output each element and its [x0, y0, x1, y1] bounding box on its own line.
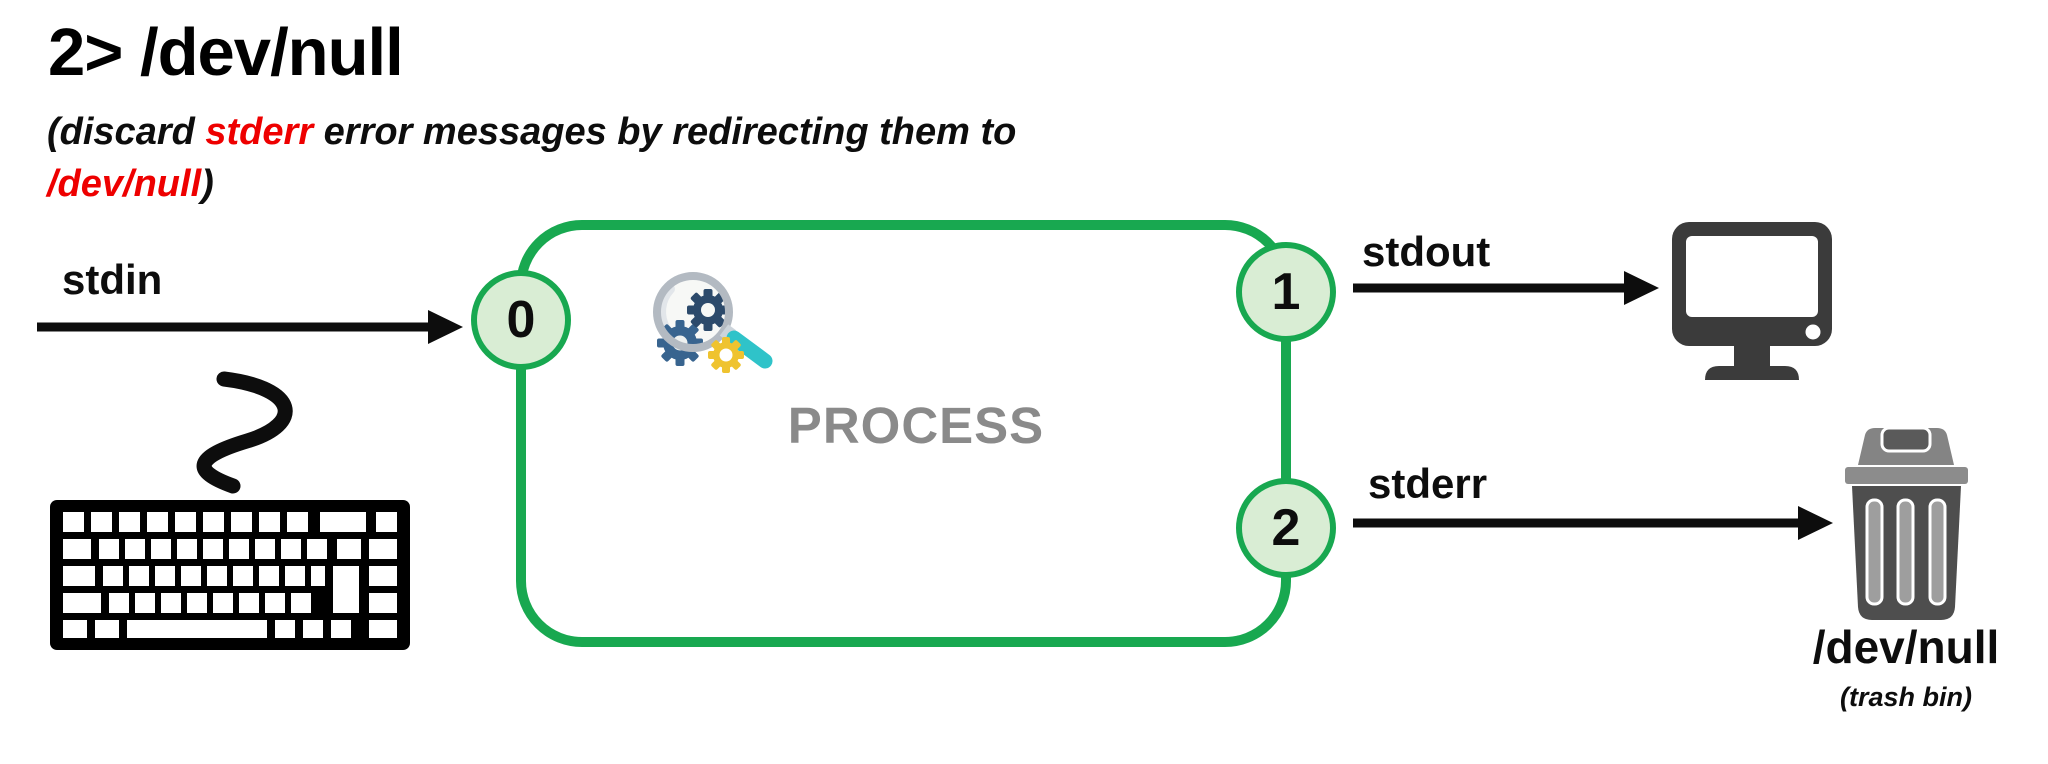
fd-number: 1 [1271, 263, 1301, 321]
monitor-icon [1672, 222, 1832, 380]
gears-magnifier-icon [653, 272, 773, 373]
fd-circle-stdin: 0 [471, 270, 571, 370]
subtitle-text-2: error messages by redirecting them to [313, 111, 1017, 153]
stderr-label: stderr [1368, 460, 1488, 507]
subtitle-close-paren: ) [201, 163, 214, 205]
stdout-arrow [1353, 271, 1659, 305]
trash-bin-icon [1845, 426, 1968, 620]
stdout-label: stdout [1362, 228, 1491, 275]
fd-circle-stderr: 2 [1236, 478, 1336, 578]
subtitle-stderr-highlight: stderr [205, 111, 314, 153]
squiggle-connector-icon [196, 371, 293, 494]
stderr-arrow [1353, 506, 1833, 540]
stdin-label: stdin [62, 256, 163, 303]
fd-number: 0 [506, 291, 536, 349]
subtitle-devnull-highlight: /dev/null [47, 163, 202, 205]
stdin-arrow [37, 310, 463, 344]
devnull-label: /dev/null [1812, 621, 2000, 673]
subtitle: (discard stderr error messages by redire… [47, 106, 1016, 210]
process-label: PROCESS [787, 397, 1045, 454]
trash-bin-note: (trash bin) [1840, 682, 1972, 712]
subtitle-text: (discard [47, 111, 206, 153]
page-title: 2> /dev/null [48, 15, 404, 90]
process-box [516, 220, 1291, 647]
keyboard-icon [50, 500, 410, 650]
fd-number: 2 [1271, 499, 1301, 557]
fd-circle-stdout: 1 [1236, 242, 1336, 342]
